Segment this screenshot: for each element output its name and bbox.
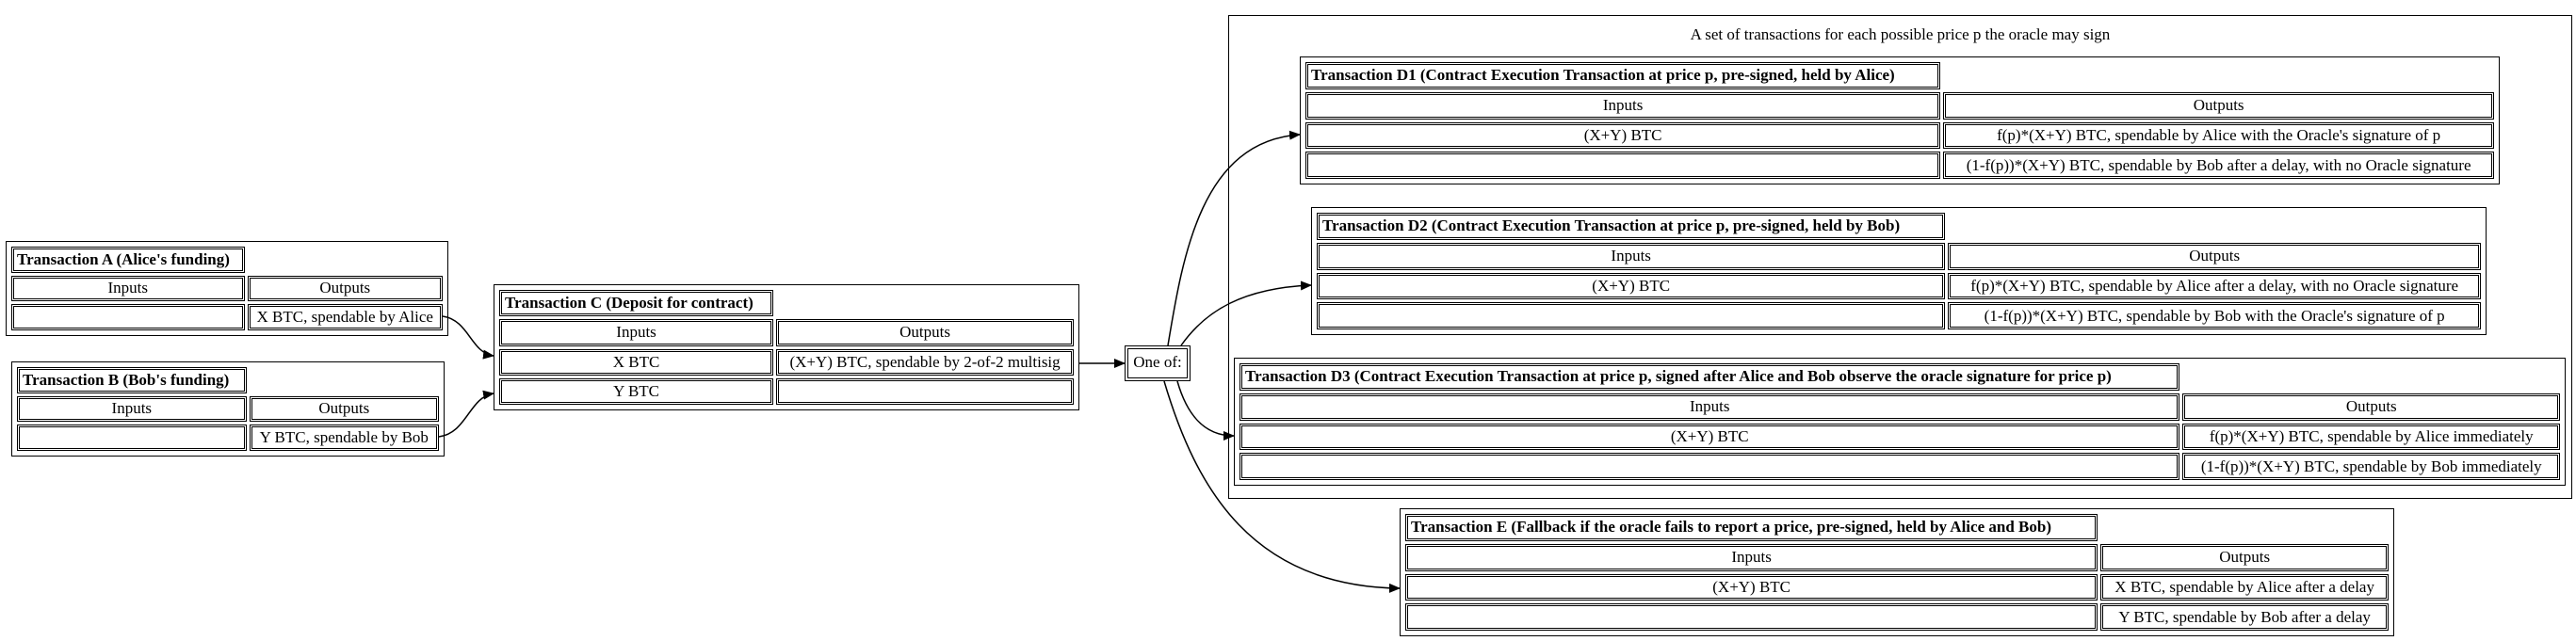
input-cell: (X+Y) BTC: [1239, 423, 2180, 451]
one-of-label: One of:: [1127, 348, 1188, 378]
edge-a-to-c: [442, 315, 494, 360]
input-cell: [11, 304, 245, 330]
transaction-a-title: Transaction A (Alice's funding): [11, 247, 245, 273]
input-cell: [1317, 302, 1946, 329]
transaction-d3-title: Transaction D3 (Contract Execution Trans…: [1239, 363, 2180, 391]
output-cell: (X+Y) BTC, spendable by 2-of-2 multisig: [776, 348, 1074, 376]
edge-b-to-c: [438, 390, 494, 438]
input-cell: X BTC: [499, 348, 774, 376]
transaction-c-title: Transaction C (Deposit for contract): [499, 290, 774, 317]
input-cell: [17, 425, 247, 451]
transaction-b-title: Transaction B (Bob's funding): [17, 367, 247, 393]
output-cell: X BTC, spendable by Alice: [247, 304, 443, 330]
price-cluster: A set of transactions for each possible …: [1228, 15, 2572, 499]
edge-oneof-to-d2: [1180, 280, 1312, 346]
outputs-header: Outputs: [247, 275, 443, 302]
inputs-header: Inputs: [1239, 393, 2180, 421]
inputs-header: Inputs: [1405, 543, 2098, 571]
transaction-e-title: Transaction E (Fallback if the oracle fa…: [1405, 514, 2098, 541]
inputs-header: Inputs: [17, 395, 247, 423]
transaction-d1: Transaction D1 (Contract Execution Trans…: [1300, 56, 2500, 184]
transaction-c: Transaction C (Deposit for contract) Inp…: [494, 284, 1079, 410]
transaction-d3: Transaction D3 (Contract Execution Trans…: [1234, 358, 2566, 486]
inputs-header: Inputs: [499, 319, 774, 346]
edge-oneof-to-e: [1163, 380, 1401, 593]
output-cell: f(p)*(X+Y) BTC, spendable by Alice after…: [1948, 272, 2481, 300]
output-cell: (1-f(p))*(X+Y) BTC, spendable by Bob imm…: [2182, 453, 2560, 480]
transaction-d1-title: Transaction D1 (Contract Execution Trans…: [1305, 62, 1941, 89]
edge-oneof-to-d1: [1167, 130, 1301, 346]
input-cell: (X+Y) BTC: [1305, 121, 1941, 150]
inputs-header: Inputs: [1305, 91, 1941, 120]
output-cell: (1-f(p))*(X+Y) BTC, spendable by Bob wit…: [1948, 302, 2481, 329]
outputs-header: Outputs: [2182, 393, 2560, 421]
inputs-header: Inputs: [11, 275, 245, 302]
cluster-label: A set of transactions for each possible …: [1690, 25, 2111, 43]
outputs-header: Outputs: [249, 395, 439, 423]
input-cell: (X+Y) BTC: [1405, 573, 2098, 601]
input-cell: [1239, 453, 2180, 480]
transaction-d2-title: Transaction D2 (Contract Execution Trans…: [1317, 213, 1946, 240]
input-cell: (X+Y) BTC: [1317, 272, 1946, 300]
inputs-header: Inputs: [1317, 242, 1946, 270]
output-cell: f(p)*(X+Y) BTC, spendable by Alice with …: [1943, 121, 2494, 150]
input-cell: [1305, 152, 1941, 179]
outputs-header: Outputs: [1943, 91, 2494, 120]
output-cell: Y BTC, spendable by Bob after a delay: [2100, 603, 2389, 631]
input-cell: [1405, 603, 2098, 631]
outputs-header: Outputs: [1948, 242, 2481, 270]
output-cell: Y BTC, spendable by Bob: [249, 425, 439, 451]
input-cell: Y BTC: [499, 377, 774, 405]
output-cell: X BTC, spendable by Alice after a delay: [2100, 573, 2389, 601]
output-cell: (1-f(p))*(X+Y) BTC, spendable by Bob aft…: [1943, 152, 2494, 179]
outputs-header: Outputs: [776, 319, 1074, 346]
output-cell: [776, 377, 1074, 405]
transaction-e: Transaction E (Fallback if the oracle fa…: [1400, 508, 2394, 636]
transaction-d2: Transaction D2 (Contract Execution Trans…: [1311, 207, 2487, 335]
outputs-header: Outputs: [2100, 543, 2389, 571]
edge-oneof-to-d3: [1176, 380, 1235, 441]
output-cell: f(p)*(X+Y) BTC, spendable by Alice immed…: [2182, 423, 2560, 451]
